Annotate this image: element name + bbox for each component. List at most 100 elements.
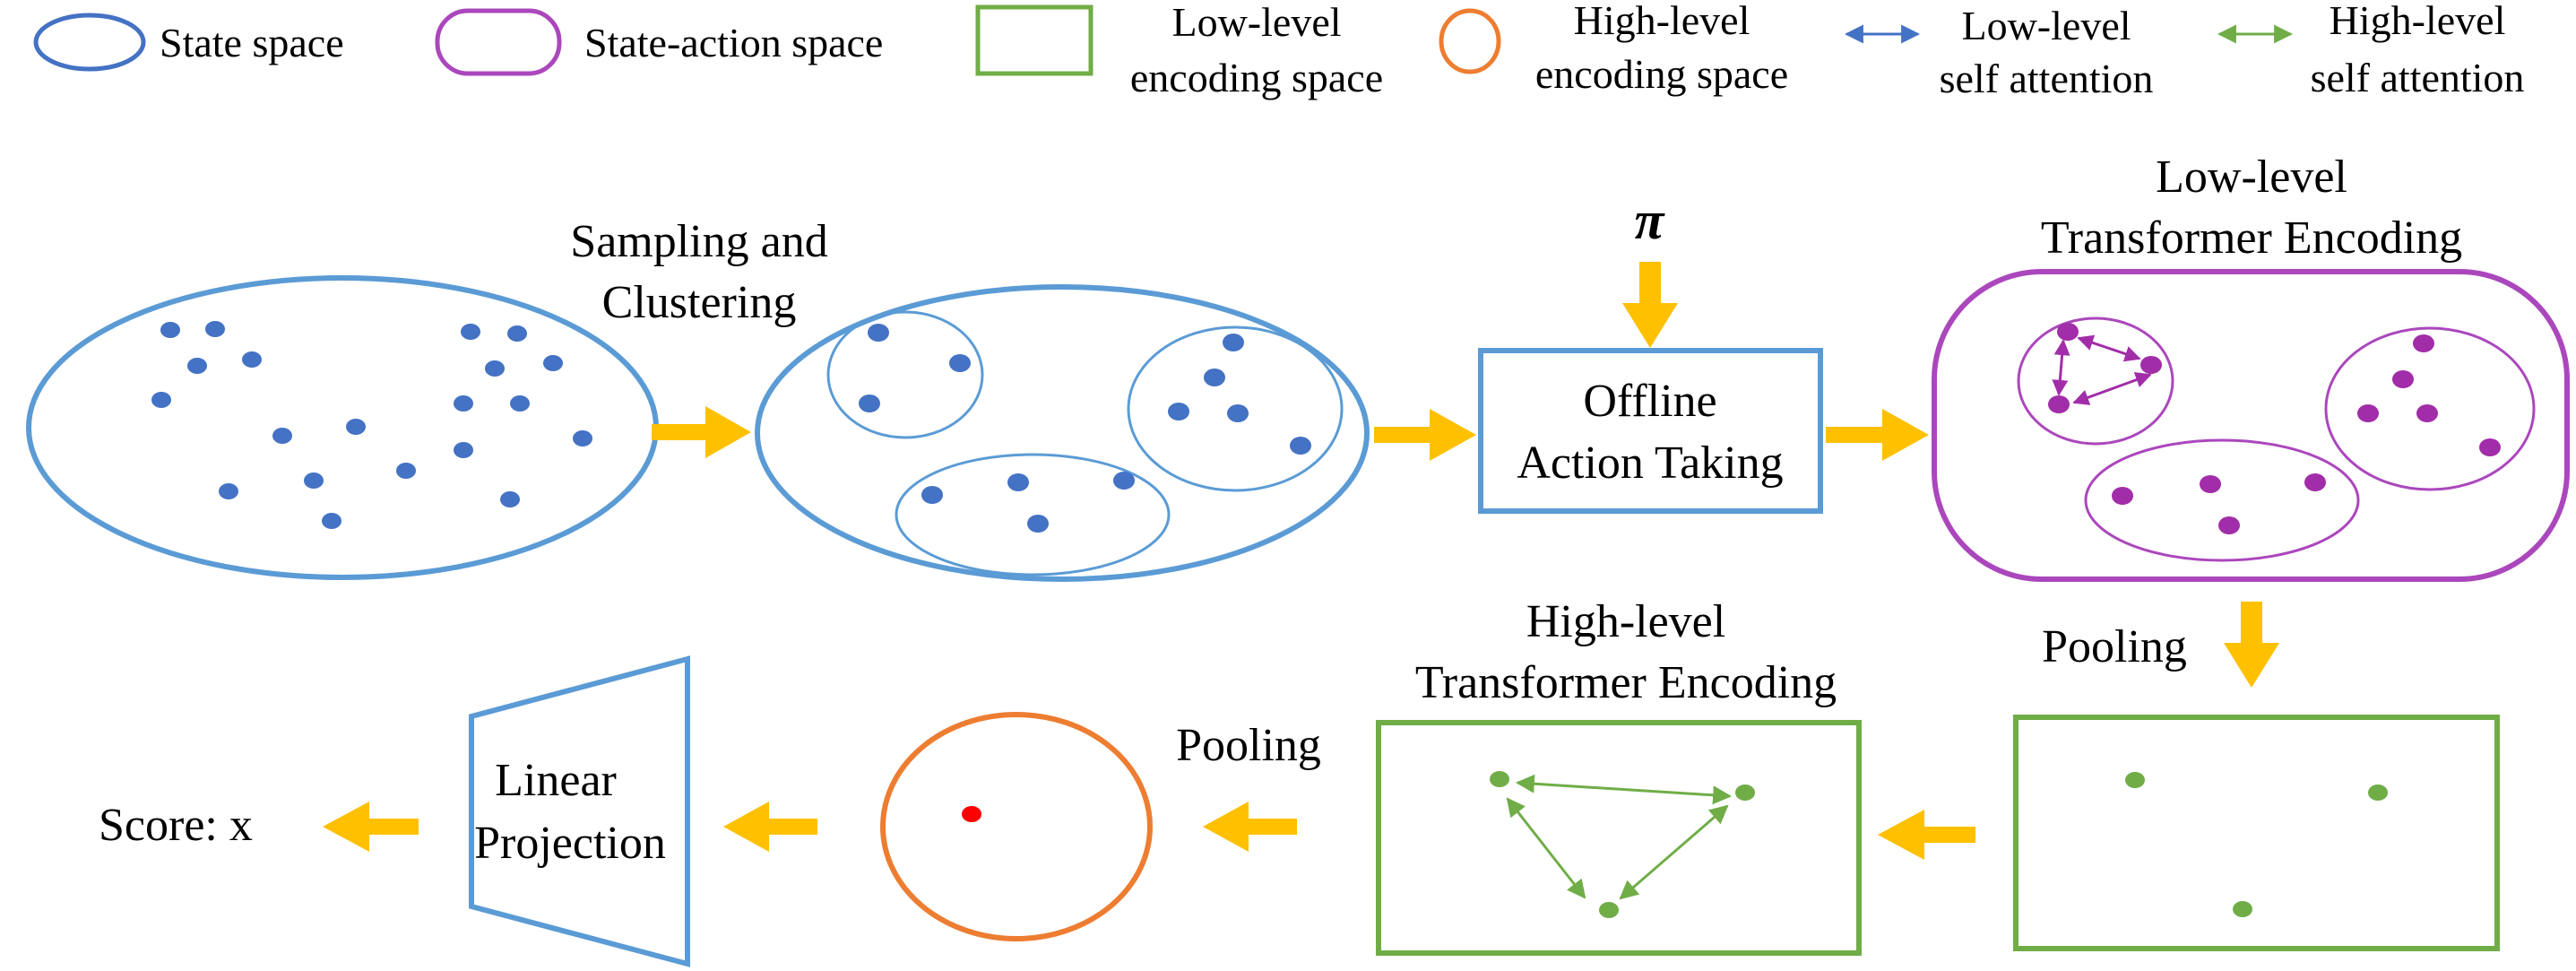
state-point bbox=[510, 395, 530, 412]
cluster-ellipse bbox=[826, 310, 984, 439]
high-level-encoding-space bbox=[880, 712, 1153, 941]
state-point bbox=[160, 322, 180, 338]
state-point bbox=[485, 360, 505, 377]
state-action-point bbox=[2413, 334, 2434, 352]
linear-projection-label-1: Linear bbox=[495, 755, 617, 806]
high-level-attention-arrows bbox=[1506, 774, 1733, 900]
state-action-cluster bbox=[2084, 438, 2360, 562]
linear-projection-trapezoid bbox=[469, 655, 690, 967]
legend-high-attention-label-1: High-level bbox=[2330, 0, 2506, 43]
state-point bbox=[1168, 403, 1189, 420]
state-point bbox=[461, 324, 480, 340]
flow-arrow-left bbox=[1878, 810, 1975, 860]
state-point bbox=[868, 324, 889, 342]
high-encoding-point bbox=[1735, 785, 1755, 801]
high-level-transformer-box bbox=[1376, 720, 1862, 956]
state-point bbox=[151, 392, 171, 408]
high-encoding-point bbox=[1490, 771, 1509, 787]
high-transformer-rect bbox=[1376, 720, 1862, 956]
offline-action-taking-box bbox=[1478, 348, 1823, 514]
state-point bbox=[1227, 404, 1249, 422]
pooling-low-label: Pooling bbox=[2042, 621, 2187, 672]
state-point bbox=[454, 442, 473, 458]
clustered-space-ellipse bbox=[755, 284, 1370, 582]
flow-arrow-right bbox=[1374, 409, 1476, 461]
legend-low-encoding-label-1: Low-level bbox=[1171, 0, 1341, 45]
state-action-cluster bbox=[2017, 316, 2174, 446]
state-space-ellipse bbox=[26, 275, 659, 580]
state-point bbox=[507, 325, 527, 342]
state-action-point bbox=[2112, 487, 2133, 505]
high-encoding-point bbox=[1599, 902, 1619, 918]
state-point bbox=[322, 513, 341, 529]
state-action-space-rect bbox=[1932, 269, 2570, 582]
state-point bbox=[859, 394, 880, 412]
legend-low-encoding-label-2: encoding space bbox=[1130, 55, 1383, 100]
low-encoding-point bbox=[2233, 901, 2252, 917]
pooling-high-label: Pooling bbox=[1176, 720, 1321, 771]
sampling-clustering-label-2: Clustering bbox=[602, 277, 797, 328]
state-action-point bbox=[2416, 404, 2438, 422]
state-point bbox=[1290, 437, 1311, 455]
legend-high-encoding-swatch bbox=[1439, 8, 1501, 74]
state-point bbox=[242, 351, 262, 368]
state-point bbox=[272, 428, 292, 444]
flow-arrow-left bbox=[323, 802, 419, 852]
state-action-space bbox=[1932, 269, 2570, 582]
score-output-label: Score: x bbox=[99, 800, 253, 851]
state-action-point bbox=[2200, 475, 2221, 493]
state-point bbox=[346, 419, 366, 435]
state-point bbox=[219, 483, 238, 499]
flow-arrow-right bbox=[652, 406, 751, 458]
offline-action-label-2: Action Taking bbox=[1517, 438, 1783, 489]
flow-arrow-left bbox=[723, 802, 817, 852]
state-action-point bbox=[2048, 395, 2070, 413]
flow-arrow-right bbox=[1826, 409, 1929, 461]
pooling-down-arrow bbox=[2224, 602, 2279, 688]
state-action-point bbox=[2479, 438, 2501, 456]
linear-projection-label-2: Projection bbox=[474, 818, 666, 869]
cluster-ellipse bbox=[1127, 325, 1344, 492]
state-point bbox=[205, 321, 225, 337]
low-encoding-point bbox=[2125, 772, 2145, 788]
legend-state-space-label: State space bbox=[160, 20, 344, 65]
low-transformer-label-2: Transformer Encoding bbox=[2041, 212, 2462, 264]
state-action-point bbox=[2304, 473, 2326, 491]
state-point bbox=[454, 395, 473, 412]
pooled-output-point bbox=[962, 806, 981, 822]
state-point bbox=[921, 486, 943, 504]
high-encoding-circle bbox=[880, 712, 1153, 941]
state-point bbox=[1027, 515, 1049, 533]
state-point bbox=[573, 430, 592, 446]
state-point bbox=[1223, 334, 1244, 351]
state-point bbox=[949, 354, 971, 372]
offline-action-label-1: Offline bbox=[1583, 376, 1716, 427]
low-level-encoding-space bbox=[2013, 715, 2500, 951]
state-point bbox=[500, 491, 520, 507]
low-level-attention-arrows bbox=[2052, 334, 2152, 405]
legend-high-encoding-label-2: encoding space bbox=[1535, 51, 1788, 97]
legend-high-attention-label-2: self attention bbox=[2311, 55, 2525, 100]
legend-state-space-swatch bbox=[33, 13, 146, 72]
state-point bbox=[543, 355, 563, 371]
cluster-ellipse bbox=[895, 453, 1171, 577]
legend-low-attention-label-2: self attention bbox=[1940, 56, 2154, 101]
low-transformer-label-1: Low-level bbox=[2156, 152, 2347, 203]
legend-high-encoding-label-1: High-level bbox=[1574, 0, 1750, 43]
state-point bbox=[187, 358, 207, 374]
state-point bbox=[1204, 368, 1225, 386]
state-point bbox=[304, 472, 324, 489]
state-point bbox=[1113, 472, 1135, 490]
state-action-point bbox=[2057, 323, 2079, 341]
legend-state-action-label: State-action space bbox=[584, 20, 883, 65]
flow-arrow-left bbox=[1203, 802, 1297, 852]
legend: State space State-action space Low-level… bbox=[33, 0, 2525, 101]
state-space-sampling bbox=[26, 275, 659, 580]
legend-state-action-swatch bbox=[435, 8, 562, 76]
legend-low-encoding-swatch bbox=[975, 4, 1094, 76]
high-transformer-label-2: Transformer Encoding bbox=[1415, 657, 1837, 708]
clustered-state-space bbox=[755, 284, 1370, 582]
policy-symbol: π bbox=[1635, 191, 1666, 250]
low-encoding-rect bbox=[2013, 715, 2500, 951]
